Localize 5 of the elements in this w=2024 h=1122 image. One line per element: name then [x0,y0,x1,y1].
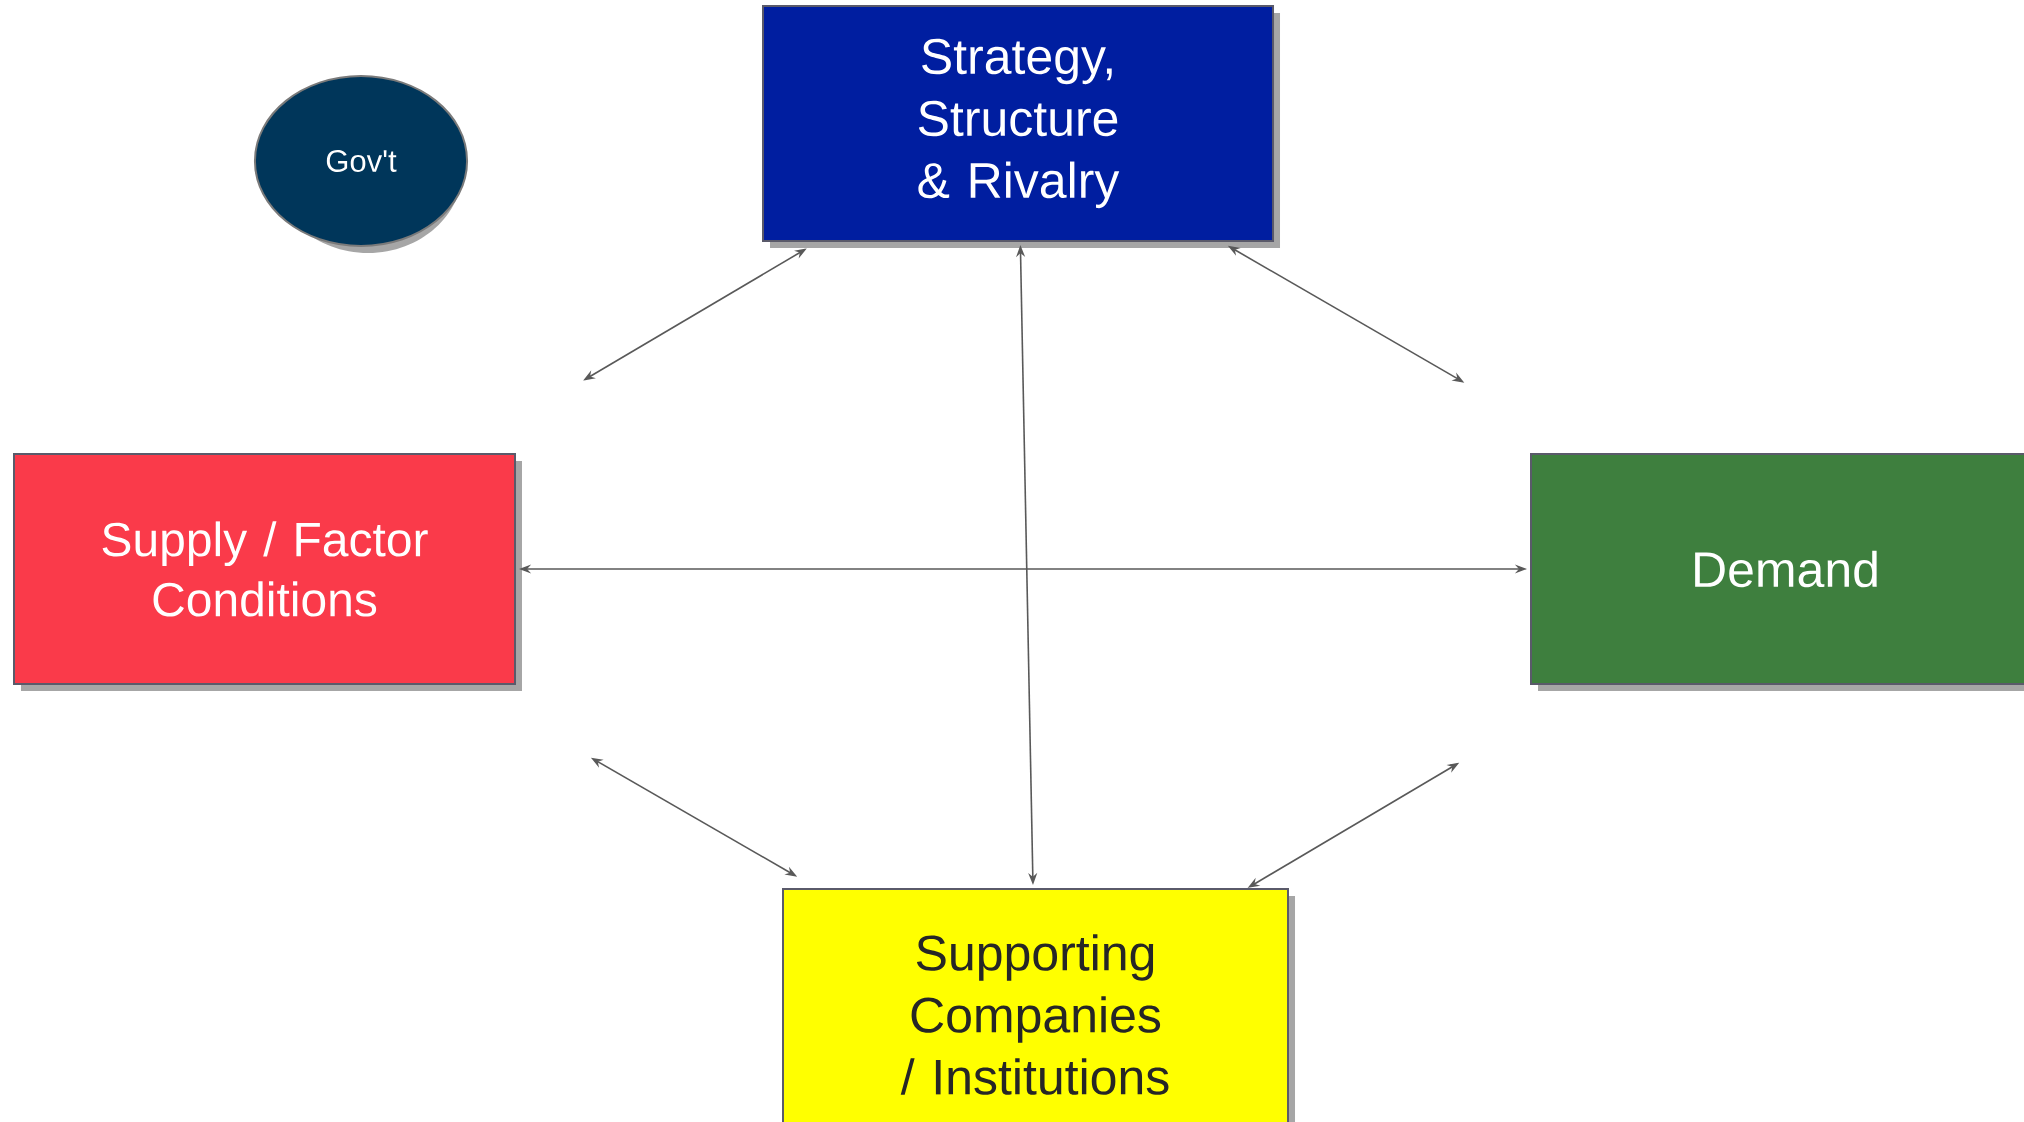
process-box: Demand [1530,453,2024,691]
process-box: Strategy, Structure & Rivalry [762,5,1280,248]
oval-node: Gov't [253,75,469,253]
process-box: Supply / Factor Conditions [13,453,522,691]
process-box: Supporting Companies / Institutions [782,888,1295,1122]
